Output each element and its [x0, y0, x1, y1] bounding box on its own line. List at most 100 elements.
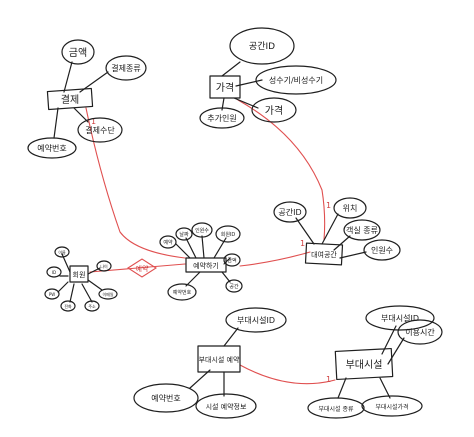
attr-label: 부대시설ID — [381, 313, 419, 323]
attributes: 금액 결제종류 예약번호 결제수단 공간ID 성수기/비성수기 추가인원 가격 … — [27, 27, 443, 419]
attr-label: 부대시설가격 — [375, 403, 408, 411]
entity-reservation: 예약하기 — [185, 257, 227, 273]
attr-label: 이메일 — [102, 291, 113, 297]
attr-label: 객실 종류 — [346, 225, 378, 235]
diamond-label: 예약 — [136, 264, 149, 273]
attr-price-spaceid: 공간ID — [229, 27, 295, 65]
relationship-diamond — [126, 258, 158, 278]
attr-fac-time: 이용시간 — [397, 319, 443, 345]
relationship-lines: 예약 1 1 1 1 — [85, 99, 336, 385]
entity-box — [197, 345, 241, 373]
attr-label: 날짜 — [179, 231, 189, 238]
attr-space-id: 공간ID — [273, 201, 307, 223]
attr-label: 예약번호 — [37, 143, 66, 153]
attr-res-c: 인원수 — [191, 222, 213, 238]
attr-payment-amount: 금액 — [61, 39, 95, 65]
entity-label: 대여공간 — [311, 250, 337, 259]
attr-res-a: 예약 — [159, 235, 177, 249]
attr-label: 인원수 — [371, 245, 393, 255]
attr-label: 가격 — [265, 104, 283, 117]
attr-res-b: 날짜 — [175, 227, 193, 241]
attr-label: 예약번호 — [151, 393, 180, 403]
attr-label: 부대시설 종류 — [318, 405, 354, 413]
attr-label: 금액 — [69, 47, 87, 59]
attr-label: PW — [49, 292, 55, 297]
attr-price-season: 성수기/비성수기 — [255, 65, 337, 95]
entity-price: 가격 — [209, 75, 241, 99]
card-label-pay: 1 — [91, 117, 96, 126]
attr-label: 추가인원 — [207, 113, 236, 123]
attr-label: 공간ID — [278, 207, 301, 217]
entity-box — [304, 242, 344, 266]
entity-label: 부대시설 — [346, 359, 383, 371]
attr-cust-g: 나이 — [96, 260, 112, 272]
attr-label: 이용시간 — [405, 327, 435, 337]
attr-cust-b: ID — [46, 266, 62, 278]
attr-cust-f: 이메일 — [98, 288, 118, 300]
entity-box — [69, 265, 89, 283]
rel-info-facility — [239, 364, 336, 385]
attr-label: 금액 — [227, 257, 237, 264]
attr-fac-kind: 부대시설 종류 — [307, 397, 365, 419]
attr-space-size: 인원수 — [363, 239, 401, 261]
entity-payment: 결제 — [46, 87, 94, 111]
attr-label: 나이 — [100, 263, 108, 269]
attr-cust-c: PW — [44, 288, 60, 300]
attr-price-headcount: 추가인원 — [199, 107, 245, 129]
attr-label: 예약번호 — [173, 289, 192, 296]
attr-cust-a: 이름 — [54, 246, 70, 258]
attr-label: 부대시설ID — [237, 315, 275, 325]
entity-box — [46, 87, 94, 111]
entity-label: 회원 — [73, 270, 86, 279]
entity-label: 결제 — [61, 94, 79, 106]
attr-res-d: 회원ID — [215, 225, 241, 243]
attr-label: 인원수 — [195, 227, 209, 234]
attr-info-spaceid: 부대시설ID — [225, 307, 287, 333]
attr-label: 성수기/비성수기 — [269, 76, 323, 85]
attr-label: 공간ID — [249, 41, 275, 52]
card-label-price: 1 — [326, 201, 331, 210]
attr-cust-e: 주소 — [84, 300, 100, 312]
attr-label: 이름 — [58, 249, 66, 255]
attr-space-location: 위치 — [333, 197, 367, 219]
rel-reservation-space — [239, 251, 311, 267]
attr-label: ID — [52, 270, 56, 275]
card-label-fac: 1 — [326, 375, 331, 384]
rel-price-space — [237, 99, 326, 241]
card-label-res: 1 — [300, 239, 305, 248]
entity-label: 예약하기 — [193, 261, 219, 270]
attr-label: 주소 — [88, 304, 96, 309]
entity-rental-space: 대여공간 — [304, 242, 344, 266]
attr-res-g: 공간 — [225, 279, 243, 293]
attr-price-amount: 가격 — [251, 97, 297, 123]
entity-customer: 회원 — [69, 265, 89, 283]
attr-res-e: 금액 — [223, 253, 241, 267]
entity-box — [185, 257, 227, 273]
attr-payment-kind: 결제종류 — [105, 55, 147, 81]
attr-res-f: 예약번호 — [167, 283, 197, 301]
rel-payment-reservation — [85, 107, 186, 259]
attr-label: 결제종류 — [111, 63, 140, 73]
attr-fac-id: 부대시설ID — [365, 305, 435, 331]
attr-space-count: 객실 종류 — [343, 219, 381, 241]
attr-label: 위치 — [343, 204, 358, 213]
entity-box — [334, 347, 394, 381]
entity-box — [209, 75, 241, 99]
attr-payment-resno: 예약번호 — [27, 137, 77, 159]
entity-label: 가격 — [216, 81, 234, 94]
attr-info-resno: 예약번호 — [133, 383, 199, 413]
attr-label: 시설 예약정보 — [206, 402, 247, 411]
attr-payment-method: 결제수단 — [77, 117, 123, 143]
attr-label: 결제수단 — [85, 125, 115, 135]
entity-facility: 부대시설 — [334, 347, 394, 381]
attr-fac-fee: 부대시설가격 — [361, 395, 423, 417]
entity-label: 부대시설 예약 — [199, 355, 240, 364]
attr-label: 회원ID — [221, 231, 236, 238]
attr-info-detail: 시설 예약정보 — [195, 393, 257, 419]
attr-cust-d: 전화 — [60, 300, 76, 312]
attr-label: 공간 — [229, 283, 239, 290]
attr-label: 예약 — [163, 239, 173, 246]
attr-label: 전화 — [64, 303, 72, 309]
entity-rental-info: 부대시설 예약 — [197, 345, 241, 373]
